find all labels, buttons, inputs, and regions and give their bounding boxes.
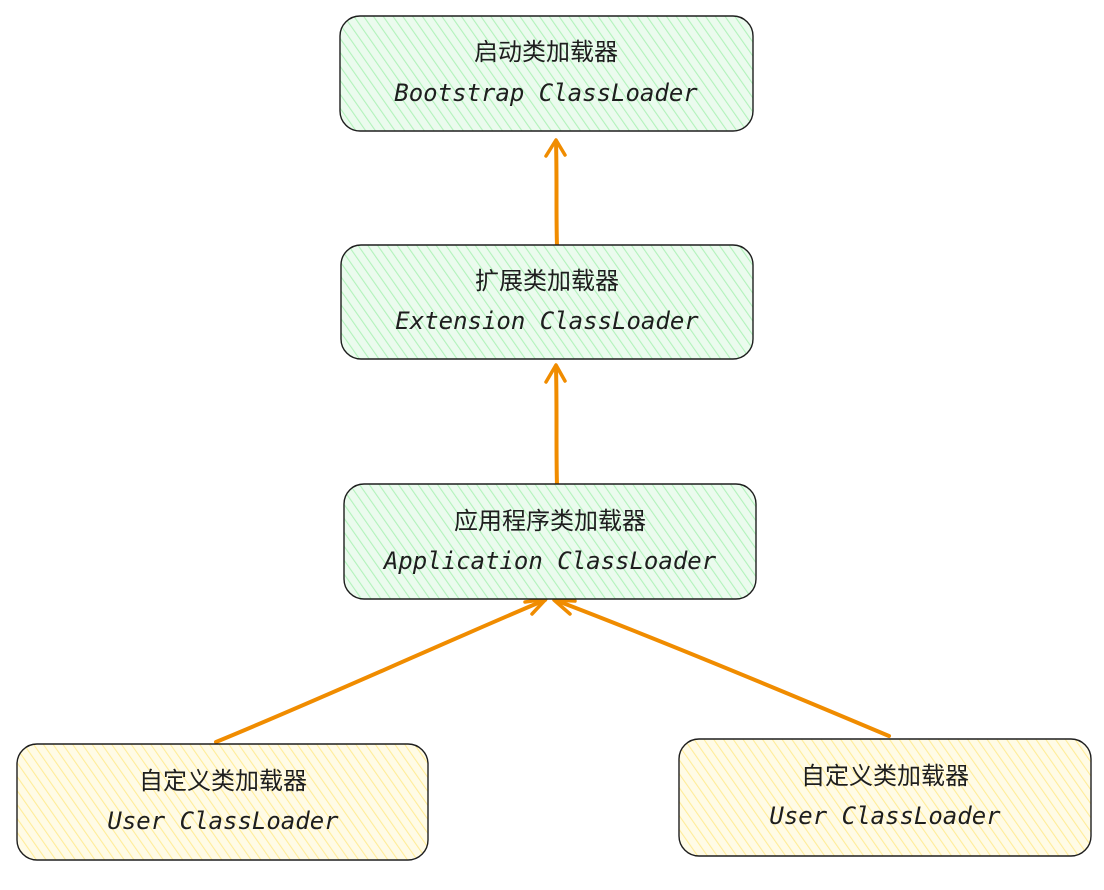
edge-application-to-extension — [544, 363, 567, 488]
node-user-left: 自定义类加载器 User ClassLoader — [16, 743, 429, 861]
edge-extension-to-bootstrap — [544, 138, 567, 248]
node-extension-label-cn: 扩展类加载器 — [475, 267, 619, 295]
edge-user-right-to-application — [552, 598, 891, 738]
node-user-right-label-cn: 自定义类加载器 — [801, 762, 969, 790]
node-user-right-label-en: User ClassLoader — [769, 802, 1001, 830]
node-extension-label-en: Extension ClassLoader — [395, 307, 699, 335]
edges — [214, 138, 891, 744]
node-application-label-cn: 应用程序类加载器 — [454, 507, 646, 535]
node-bootstrap-label-en: Bootstrap ClassLoader — [394, 79, 698, 107]
node-application-label-en: Application ClassLoader — [382, 547, 717, 575]
node-bootstrap-label-cn: 启动类加载器 — [474, 38, 618, 66]
node-user-right: 自定义类加载器 User ClassLoader — [678, 738, 1092, 857]
node-bootstrap: 启动类加载器 Bootstrap ClassLoader — [339, 15, 754, 132]
node-user-left-label-en: User ClassLoader — [107, 807, 339, 835]
node-application: 应用程序类加载器 Application ClassLoader — [343, 483, 757, 600]
node-extension: 扩展类加载器 Extension ClassLoader — [340, 244, 754, 360]
node-user-left-label-cn: 自定义类加载器 — [139, 767, 307, 795]
edge-user-left-to-application — [214, 597, 548, 744]
